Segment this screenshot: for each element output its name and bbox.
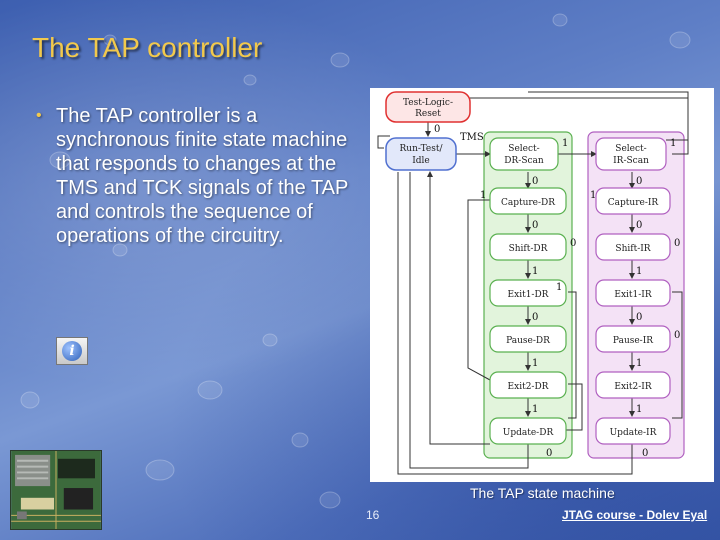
svg-text:0: 0 bbox=[636, 312, 642, 323]
svg-text:1: 1 bbox=[532, 358, 538, 369]
bullet-icon: • bbox=[36, 104, 42, 128]
svg-text:1: 1 bbox=[590, 190, 596, 201]
svg-text:0: 0 bbox=[532, 176, 538, 187]
svg-text:0: 0 bbox=[636, 176, 642, 187]
state-update-ir: Update-IR bbox=[596, 418, 670, 444]
bullet-text: The TAP controller is a synchronous fini… bbox=[36, 104, 356, 248]
svg-text:DR-Scan: DR-Scan bbox=[504, 156, 544, 166]
svg-text:IR-Scan: IR-Scan bbox=[613, 156, 649, 166]
svg-text:1: 1 bbox=[636, 404, 642, 415]
info-icon: i bbox=[62, 341, 82, 361]
svg-text:Update-IR: Update-IR bbox=[610, 428, 657, 438]
bullet-point: • The TAP controller is a synchronous fi… bbox=[36, 104, 356, 248]
svg-text:Shift-IR: Shift-IR bbox=[615, 244, 650, 254]
state-exit2-dr: Exit2-DR bbox=[490, 372, 566, 398]
svg-text:Exit2-IR: Exit2-IR bbox=[614, 382, 651, 392]
svg-text:Update-DR: Update-DR bbox=[503, 428, 554, 438]
svg-text:Select-: Select- bbox=[508, 144, 539, 154]
state-pause-ir: Pause-IR bbox=[596, 326, 670, 352]
svg-text:0: 0 bbox=[674, 330, 680, 341]
svg-text:1: 1 bbox=[556, 282, 562, 293]
edge-label-1: 1 bbox=[670, 138, 676, 149]
page-number: 16 bbox=[366, 508, 379, 522]
state-exit1-ir: Exit1-IR bbox=[596, 280, 670, 306]
svg-text:Test-Logic-: Test-Logic- bbox=[403, 98, 453, 108]
footer-text: JTAG course - Dolev Eyal bbox=[562, 508, 707, 522]
svg-text:Run-Test/: Run-Test/ bbox=[400, 144, 444, 154]
svg-text:1: 1 bbox=[532, 266, 538, 277]
state-shift-dr: Shift-DR bbox=[490, 234, 566, 260]
svg-text:Capture-DR: Capture-DR bbox=[501, 198, 555, 208]
state-test-logic-reset: Test-Logic- Reset bbox=[386, 92, 470, 122]
state-exit2-ir: Exit2-IR bbox=[596, 372, 670, 398]
state-shift-ir: Shift-IR bbox=[596, 234, 670, 260]
svg-text:0: 0 bbox=[636, 220, 642, 231]
svg-text:1: 1 bbox=[480, 190, 486, 201]
svg-text:0: 0 bbox=[546, 448, 552, 459]
svg-text:Select-: Select- bbox=[615, 144, 646, 154]
svg-text:Exit2-DR: Exit2-DR bbox=[508, 382, 549, 392]
state-select-ir-scan: Select- IR-Scan bbox=[596, 138, 666, 170]
svg-text:Capture-IR: Capture-IR bbox=[608, 198, 659, 208]
svg-text:1: 1 bbox=[636, 266, 642, 277]
edge-label-1: 1 bbox=[562, 138, 568, 149]
state-exit1-dr: Exit1-DR bbox=[490, 280, 566, 306]
svg-text:Exit1-IR: Exit1-IR bbox=[614, 290, 651, 300]
state-select-dr-scan: Select- DR-Scan bbox=[490, 138, 558, 170]
state-pause-dr: Pause-DR bbox=[490, 326, 566, 352]
svg-text:1: 1 bbox=[636, 358, 642, 369]
svg-text:Pause-DR: Pause-DR bbox=[506, 336, 550, 346]
svg-text:Shift-DR: Shift-DR bbox=[509, 244, 548, 254]
svg-text:Idle: Idle bbox=[412, 156, 430, 166]
state-update-dr: Update-DR bbox=[490, 418, 566, 444]
tms-label: TMS bbox=[460, 132, 484, 143]
edge-label-0: 0 bbox=[434, 124, 440, 135]
svg-text:Reset: Reset bbox=[415, 109, 441, 119]
svg-text:0: 0 bbox=[532, 220, 538, 231]
svg-text:Exit1-DR: Exit1-DR bbox=[508, 290, 549, 300]
svg-text:0: 0 bbox=[674, 238, 680, 249]
svg-text:Pause-IR: Pause-IR bbox=[613, 336, 653, 346]
diagram-caption: The TAP state machine bbox=[470, 485, 615, 501]
tap-state-diagram: Test-Logic- Reset 0 Run-Test/ Idle TMS S… bbox=[370, 88, 714, 482]
slide-title: The TAP controller bbox=[32, 32, 262, 64]
circuit-board-photo bbox=[10, 450, 102, 530]
svg-text:1: 1 bbox=[532, 404, 538, 415]
svg-text:0: 0 bbox=[570, 238, 576, 249]
svg-text:0: 0 bbox=[532, 312, 538, 323]
info-button[interactable]: i bbox=[56, 337, 88, 365]
svg-text:0: 0 bbox=[642, 448, 648, 459]
state-run-test-idle: Run-Test/ Idle bbox=[386, 138, 456, 170]
state-capture-dr: Capture-DR bbox=[490, 188, 566, 214]
state-capture-ir: Capture-IR bbox=[596, 188, 670, 214]
